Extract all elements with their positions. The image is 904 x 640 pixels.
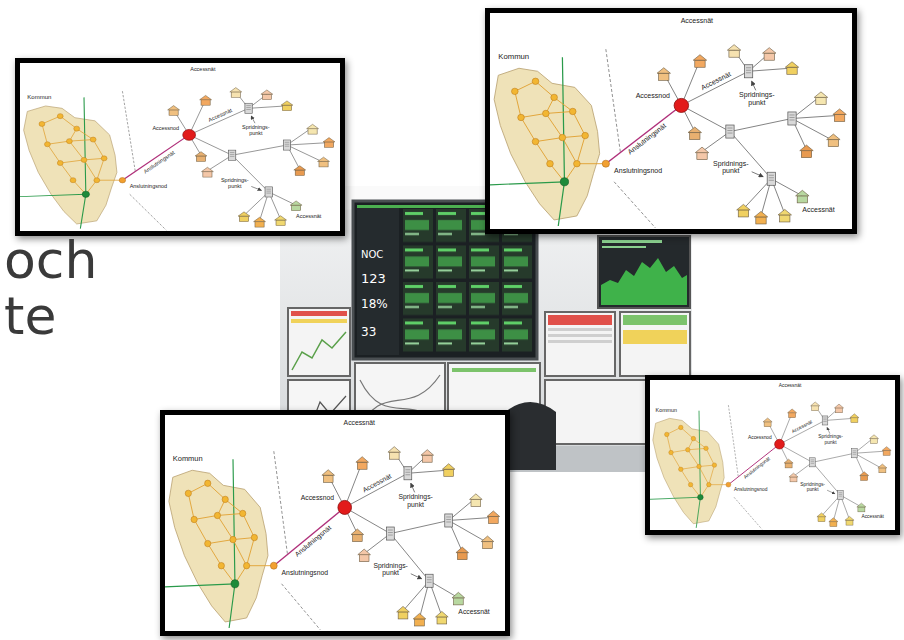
screen-text: 33 [361,326,376,338]
slide-text: te [4,290,56,342]
diagram-label: Accessnät [190,66,215,72]
diagram-label: Anslutningsnät [743,456,771,480]
diagram-panel: AccessnätKommunAccessnodAccessnätSpridni… [160,410,510,636]
network-illustration [165,415,505,631]
diagram-label: Spridnings- punkt [373,562,407,577]
screen-text: 123 [361,272,386,285]
network-drawing [20,88,335,231]
network-drawing [650,402,891,529]
network-illustration [650,380,895,530]
diagram-label: Anslutningsnät [293,524,332,558]
diagram-label: Kommun [656,408,677,414]
diagram-label: Anslutningsnät [142,149,175,174]
diagram-label: Accessnod [748,435,772,440]
diagram-label: Accessnod [152,125,179,131]
diagram-label: Accessnät [861,514,884,519]
diagram-label: Accessnod [301,494,334,501]
diagram-label: Anslutningsnod [614,167,662,175]
diagram-label: Spridnings- punkt [242,124,270,136]
network-drawing [490,45,846,228]
diagram-panel: AccessnätKommunAccessnodAccessnätSpridni… [645,375,900,535]
screen-text: 18% [361,298,388,310]
diagram-label: Accessnod [636,92,670,100]
network-illustration [20,63,340,231]
diagram-label: Spridnings- punkt [713,160,749,175]
diagram-label: Accessnät [296,213,321,219]
diagram-label: Anslutningsnod [130,183,167,189]
slide-text: och [4,234,97,286]
diagram-label: Accessnät [681,17,713,25]
diagram-label: Spridnings- punkt [739,91,775,106]
network-drawing [165,447,500,630]
screen-text: NOC [361,250,383,260]
diagram-panel: AccessnätKommunAccessnodAccessnätSpridni… [485,8,857,234]
diagram-label: Accessnät [344,419,375,426]
diagram-label: Accessnät [458,608,489,615]
diagram-label: Kommun [173,455,203,463]
diagram-panel: AccessnätKommunAccessnodAccessnätSpridni… [15,58,345,236]
diagram-label: Kommun [27,94,51,101]
diagram-label: Spridnings- punkt [221,177,249,189]
diagram-label: Spridnings- punkt [800,482,825,493]
diagram-label: Anslutningsnät [627,122,668,156]
diagram-label: Anslutningsnod [734,487,767,492]
network-illustration [490,13,852,229]
diagram-label: Spridnings- punkt [818,434,843,445]
diagram-label: Kommun [498,53,529,62]
diagram-label: Spridnings- punkt [398,493,432,508]
diagram-label: Anslutningsnod [282,569,328,576]
diagram-label: Accessnät [802,206,834,214]
diagram-label: Accessnät [779,383,802,388]
diagram-label: Accessnät [699,70,731,92]
diagram-label: Accessnät [361,473,392,494]
